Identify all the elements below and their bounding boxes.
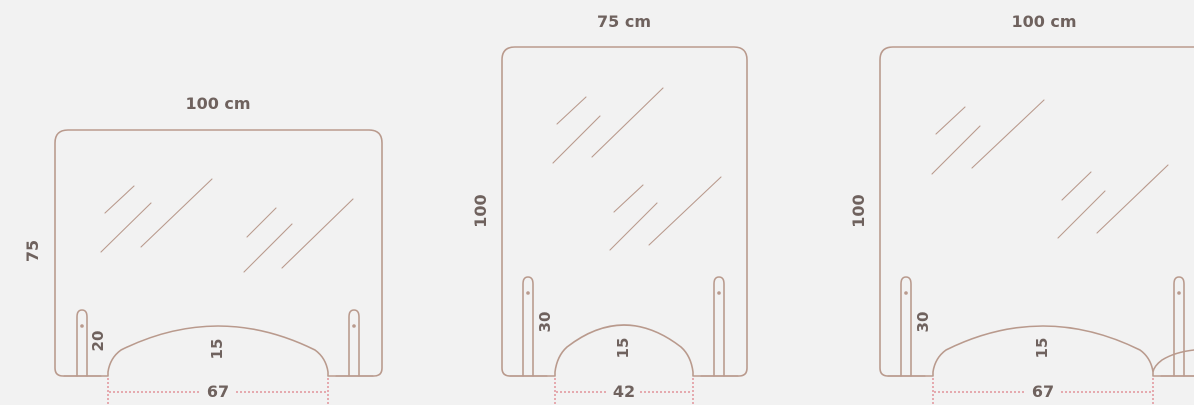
panel-2-width-label: 75 cm [597,12,651,31]
panel-3-glare [931,99,1169,239]
panel-3-left-foot [887,276,926,377]
panel-3-height-label: 100 [849,194,868,227]
panel-3-opening-width-label: 67 [1032,382,1054,401]
panel-1-left-foot [63,309,102,377]
panel-3-outline [879,46,1194,377]
panel-1-leg-height-label: 20 [89,331,107,352]
panel-2-outline [501,46,748,377]
panel-1-right-foot [335,309,374,377]
panel-2-left-foot [509,276,548,377]
panel-2-leg-height-label: 30 [536,312,554,333]
panel-3-leg-height-label: 30 [914,312,932,333]
panel-2-right-foot [700,276,739,377]
panel-1-arch-height-label: 15 [208,339,226,360]
panel-1: 100 cm 75 20 15 67 [23,94,383,405]
panel-2-opening-width-label: 42 [613,382,635,401]
panel-3-width-label: 100 cm [1011,12,1076,31]
panel-2-glare [552,87,722,251]
panel-3-opening-dimension [932,378,1154,405]
panel-2-height-label: 100 [471,194,490,227]
panel-2-arch-height-label: 15 [614,338,632,359]
panel-3: 100 cm 100 30 15 67 [849,12,1194,405]
panel-1-opening-width-label: 67 [207,382,229,401]
panel-1-width-label: 100 cm [185,94,250,113]
panel-2-opening-dimension [554,378,694,405]
panel-1-outline [54,129,383,377]
panel-3-arch-height-label: 15 [1033,338,1051,359]
panel-1-opening-dimension [107,378,329,405]
panel-3-right-foot [1160,276,1194,377]
panel-2: 75 cm 100 30 15 42 [471,12,748,405]
panel-1-glare [100,178,354,273]
panel-1-height-label: 75 [23,240,42,262]
